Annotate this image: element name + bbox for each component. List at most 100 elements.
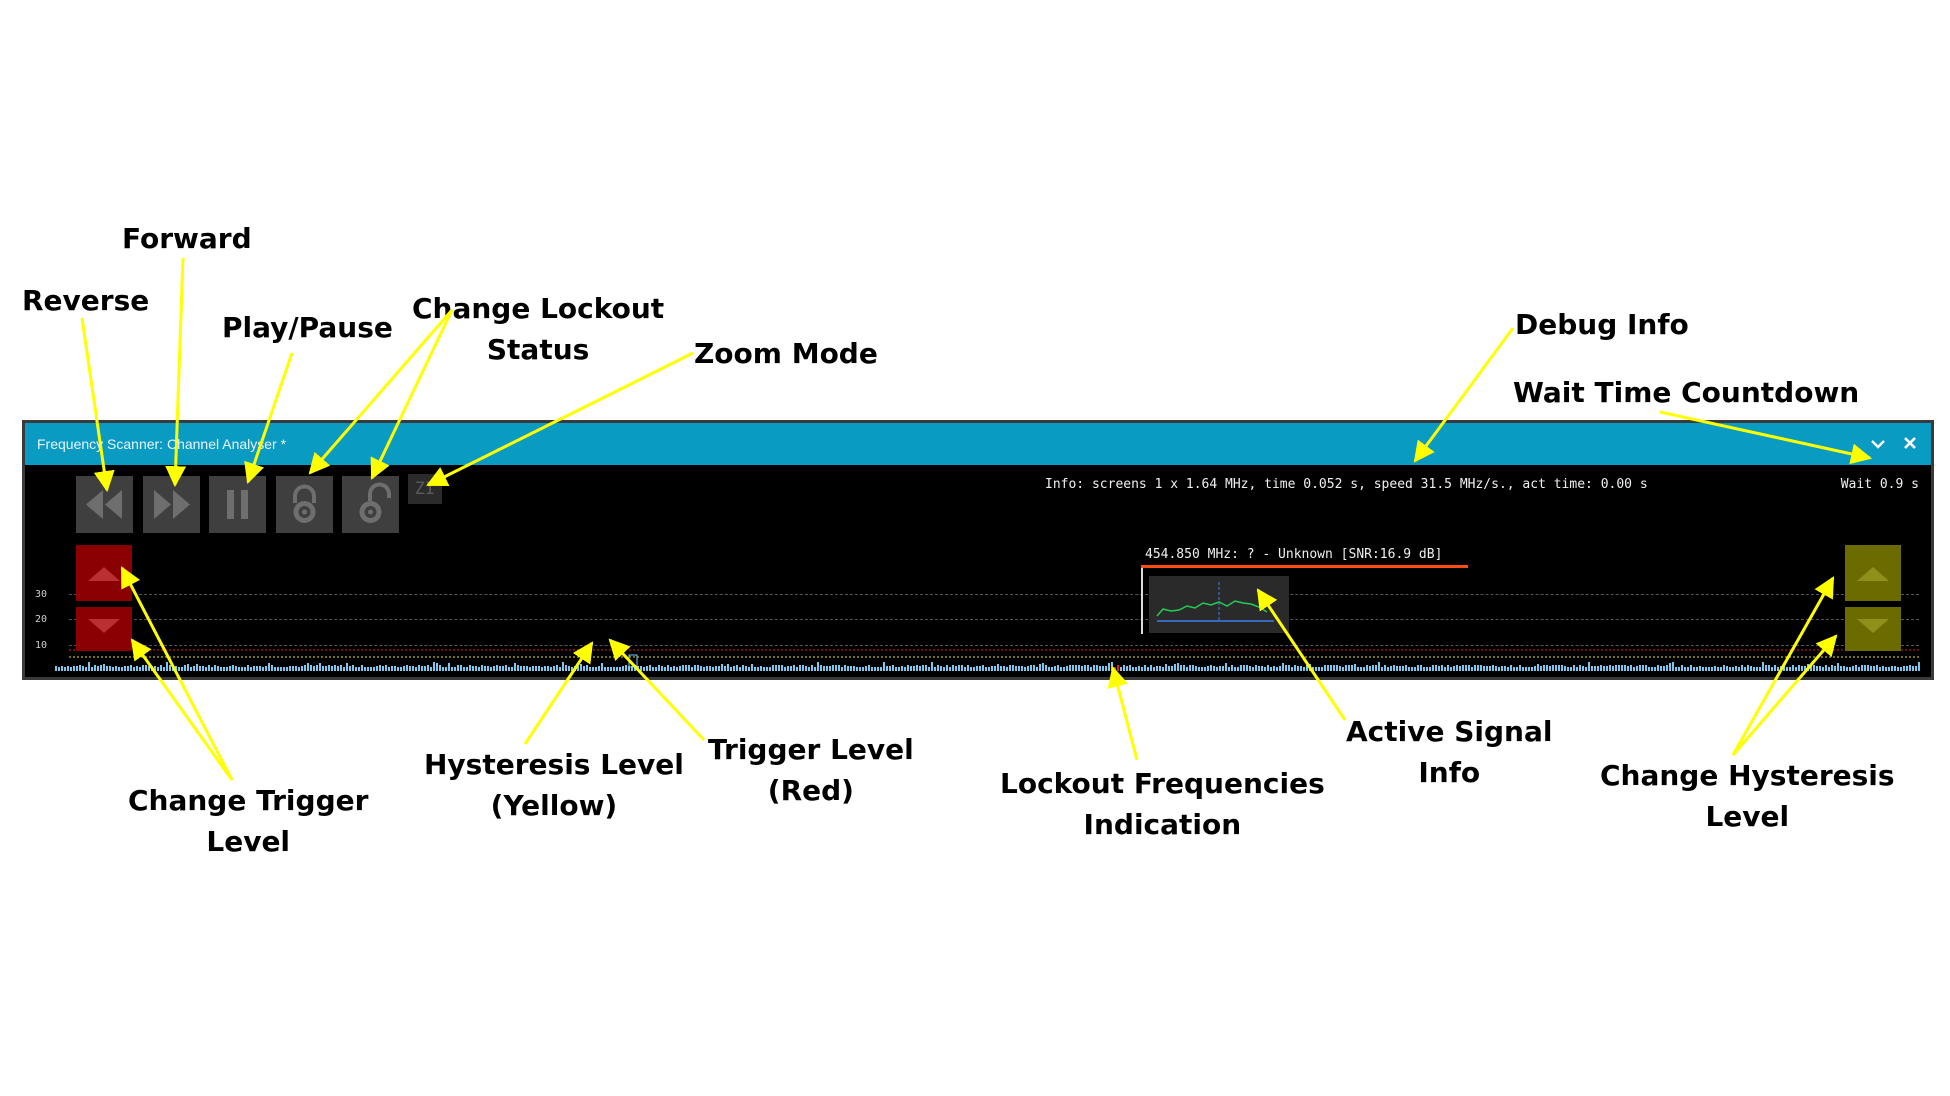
spectrum-bar <box>367 667 369 671</box>
spectrum-bar <box>1651 667 1653 671</box>
spectrum-bar <box>1153 667 1155 671</box>
spectrum-bar <box>133 667 135 671</box>
close-icon[interactable] <box>1897 429 1923 459</box>
spectrum-bar <box>673 666 675 671</box>
spectrum-bar <box>1042 663 1044 671</box>
spectrum-bar <box>316 665 318 671</box>
spectrum-bar <box>1918 662 1920 671</box>
spectrum-bar <box>724 666 726 671</box>
spectrum-bar <box>421 666 423 671</box>
spectrum-bar <box>1078 665 1080 671</box>
spectrum-bar <box>85 667 87 671</box>
trigger-down-button[interactable] <box>76 607 132 651</box>
spectrum-bar <box>1795 667 1797 671</box>
spectrum-bar <box>817 662 819 671</box>
spectrum-bar <box>262 667 264 671</box>
trigger-up-button[interactable] <box>76 545 132 601</box>
triangle-down-icon <box>1857 619 1889 633</box>
spectrum-bar <box>1045 665 1047 671</box>
spectrum-bar <box>427 665 429 671</box>
spectrum-bar <box>1561 665 1563 671</box>
spectrum-bar <box>1102 666 1104 671</box>
arrow-lockout-freq <box>1107 665 1139 761</box>
spectrum-bar <box>217 666 219 671</box>
spectrum-bar <box>640 666 642 671</box>
spectrum-bar <box>1747 665 1749 671</box>
triangle-up-icon <box>88 567 120 581</box>
spectrum-bar <box>1171 666 1173 671</box>
spectrum-bar <box>1336 665 1338 671</box>
y-tick-label: 20 <box>35 614 48 625</box>
spectrum-bar <box>718 666 720 671</box>
spectrum-bar <box>1732 667 1734 671</box>
spectrum-bar <box>529 667 531 671</box>
spectrum-bar <box>70 667 72 671</box>
spectrum-bar <box>1639 665 1641 671</box>
spectrum-bar <box>1120 667 1122 671</box>
hysteresis-down-button[interactable] <box>1845 607 1901 651</box>
spectrum-bar <box>1753 667 1755 671</box>
spectrum-bar <box>1909 665 1911 671</box>
spectrum-bar <box>583 666 585 671</box>
spectrum-bar <box>1174 664 1176 671</box>
spectrum-bar <box>958 665 960 671</box>
unlock-button[interactable] <box>342 476 399 533</box>
spectrum-bar <box>499 666 501 671</box>
spectrum-bar <box>1495 666 1497 671</box>
spectrum-bar <box>472 666 474 671</box>
spectrum-bar <box>1903 666 1905 671</box>
spectrum-bar <box>1366 665 1368 671</box>
spectrum-bar <box>595 667 597 671</box>
spectrum-bar <box>1657 665 1659 671</box>
spectrum-bar <box>772 665 774 671</box>
spectrum-bar <box>1003 666 1005 671</box>
spectrum-bar <box>976 666 978 671</box>
spectrum-bar <box>166 662 168 671</box>
spectrum-bar <box>1432 665 1434 671</box>
spectrum-bar <box>1165 664 1167 671</box>
spectrum-bar <box>373 667 375 671</box>
spectrum-bar <box>856 667 858 671</box>
spectrum-bar <box>1063 667 1065 671</box>
spectrum-bar <box>1603 666 1605 671</box>
lock-button[interactable] <box>276 476 333 533</box>
spectrum-bar <box>118 667 120 671</box>
spectrum-bar <box>973 667 975 671</box>
spectrum-bar <box>733 666 735 671</box>
spectrum-bar <box>1864 665 1866 671</box>
spectrum-bar <box>1540 666 1542 671</box>
spectrum-bar <box>442 667 444 671</box>
spectrum-bar <box>736 665 738 671</box>
spectrum-bar <box>454 667 456 671</box>
spectrum-bar <box>76 666 78 671</box>
spectrum-bar <box>1612 666 1614 671</box>
spectrum-bar <box>1246 665 1248 671</box>
spectrum-bar <box>652 667 654 671</box>
spectrum-bar <box>1090 667 1092 671</box>
spectrum-bar <box>1306 665 1308 671</box>
spectrum-bar <box>1459 666 1461 671</box>
spectrum-bar <box>643 667 645 671</box>
callout-debug-info: Debug Info <box>1515 308 1689 341</box>
spectrum-bar <box>418 665 420 671</box>
hysteresis-up-button[interactable] <box>1845 545 1901 601</box>
spectrum-bar <box>688 665 690 671</box>
spectrum-bar <box>1849 667 1851 671</box>
spectrum-bar <box>178 667 180 671</box>
spectrum-bar <box>1189 665 1191 671</box>
spectrum-bar <box>1009 665 1011 671</box>
spectrum-bar <box>1828 667 1830 671</box>
spectrum-bar <box>1201 667 1203 671</box>
spectrum-bar <box>376 666 378 671</box>
spectrum-bar <box>1840 666 1842 671</box>
spectrum-bar <box>982 665 984 671</box>
chevron-down-icon[interactable] <box>1865 429 1891 459</box>
y-tick-label: 10 <box>35 640 48 651</box>
spectrum-bar <box>292 666 294 671</box>
spectrum-bar <box>1660 666 1662 671</box>
spectrum-bar <box>148 666 150 671</box>
spectrum-bar <box>397 667 399 671</box>
spectrum-bar <box>1759 667 1761 671</box>
play-pause-button[interactable] <box>209 476 266 533</box>
